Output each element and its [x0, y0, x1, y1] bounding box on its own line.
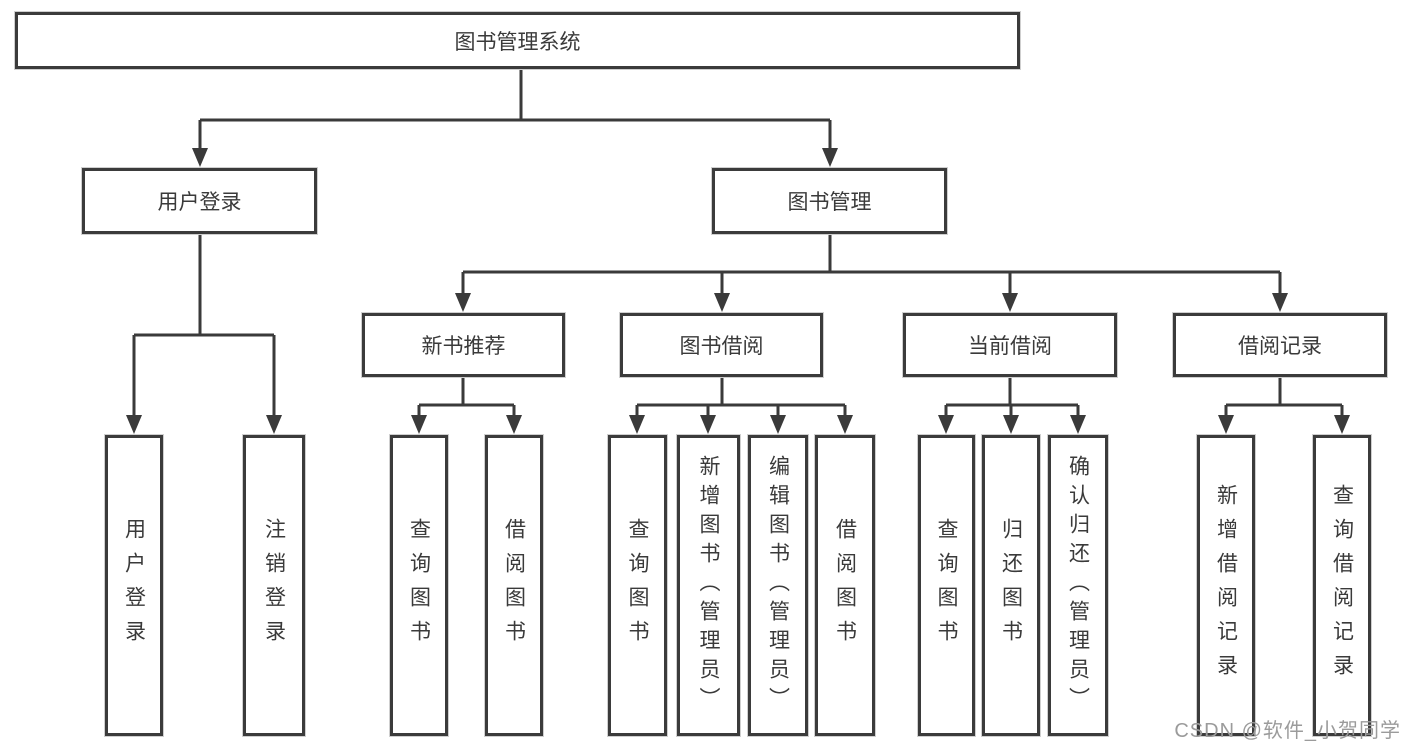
node-leaf-query-books-borrow: 查询图书	[608, 435, 667, 736]
node-current-borrowing: 当前借阅	[903, 313, 1117, 377]
node-leaf-logout: 注销登录	[243, 435, 305, 736]
node-root-library-system: 图书管理系统	[15, 12, 1020, 69]
node-book-borrowing: 图书借阅	[620, 313, 823, 377]
node-leaf-confirm-return-admin: 确认归还（管理员）	[1048, 435, 1108, 736]
node-leaf-borrow-books-rec: 借阅图书	[485, 435, 543, 736]
node-leaf-query-books-current: 查询图书	[918, 435, 975, 736]
node-leaf-query-books-rec: 查询图书	[390, 435, 448, 736]
csdn-watermark: CSDN @软件_小贺同学	[1174, 720, 1401, 742]
node-leaf-add-borrow-record: 新增借阅记录	[1197, 435, 1255, 736]
node-leaf-return-books: 归还图书	[982, 435, 1040, 736]
node-leaf-user-login: 用户登录	[105, 435, 163, 736]
node-leaf-edit-books-admin: 编辑图书（管理员）	[748, 435, 808, 736]
node-book-management-branch: 图书管理	[712, 168, 947, 234]
node-user-login-branch: 用户登录	[82, 168, 317, 234]
node-leaf-borrow-books: 借阅图书	[815, 435, 875, 736]
node-borrowing-records: 借阅记录	[1173, 313, 1387, 377]
node-leaf-query-borrow-record: 查询借阅记录	[1313, 435, 1371, 736]
node-leaf-add-books-admin: 新增图书（管理员）	[677, 435, 740, 736]
node-new-book-recommendation: 新书推荐	[362, 313, 565, 377]
